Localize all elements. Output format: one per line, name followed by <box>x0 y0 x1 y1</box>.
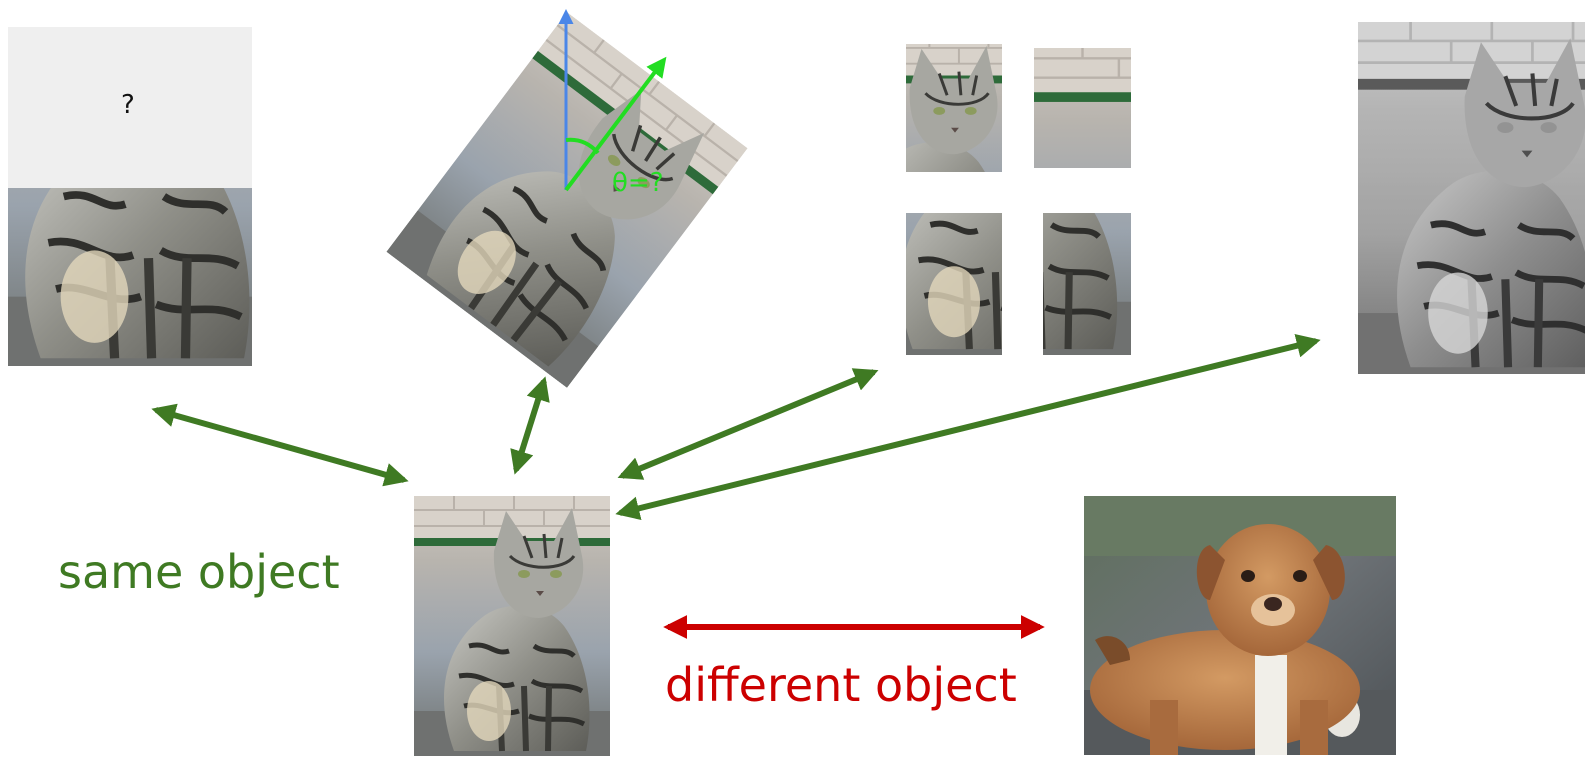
masked-question-mark: ? <box>121 90 135 120</box>
angle-arc <box>565 137 600 155</box>
anchor-cat-image <box>414 496 610 756</box>
arrow-to-rotation <box>510 376 550 475</box>
grayscale-cat-image <box>1356 22 1585 374</box>
rotation-angle-label: θ=? <box>612 168 664 198</box>
masked-region <box>8 27 252 188</box>
same-object-label: same object <box>58 545 340 599</box>
same-object-arrows <box>151 333 1321 521</box>
dog-image <box>1084 496 1396 755</box>
arrow-to-grayscale <box>615 333 1321 521</box>
inpainting-cat-image <box>8 27 252 366</box>
arrow-to-inpainting <box>151 403 409 487</box>
rotation-angle-arrow <box>564 56 667 192</box>
jigsaw-tiles <box>831 34 1272 356</box>
different-object-label: different object <box>665 658 1017 712</box>
